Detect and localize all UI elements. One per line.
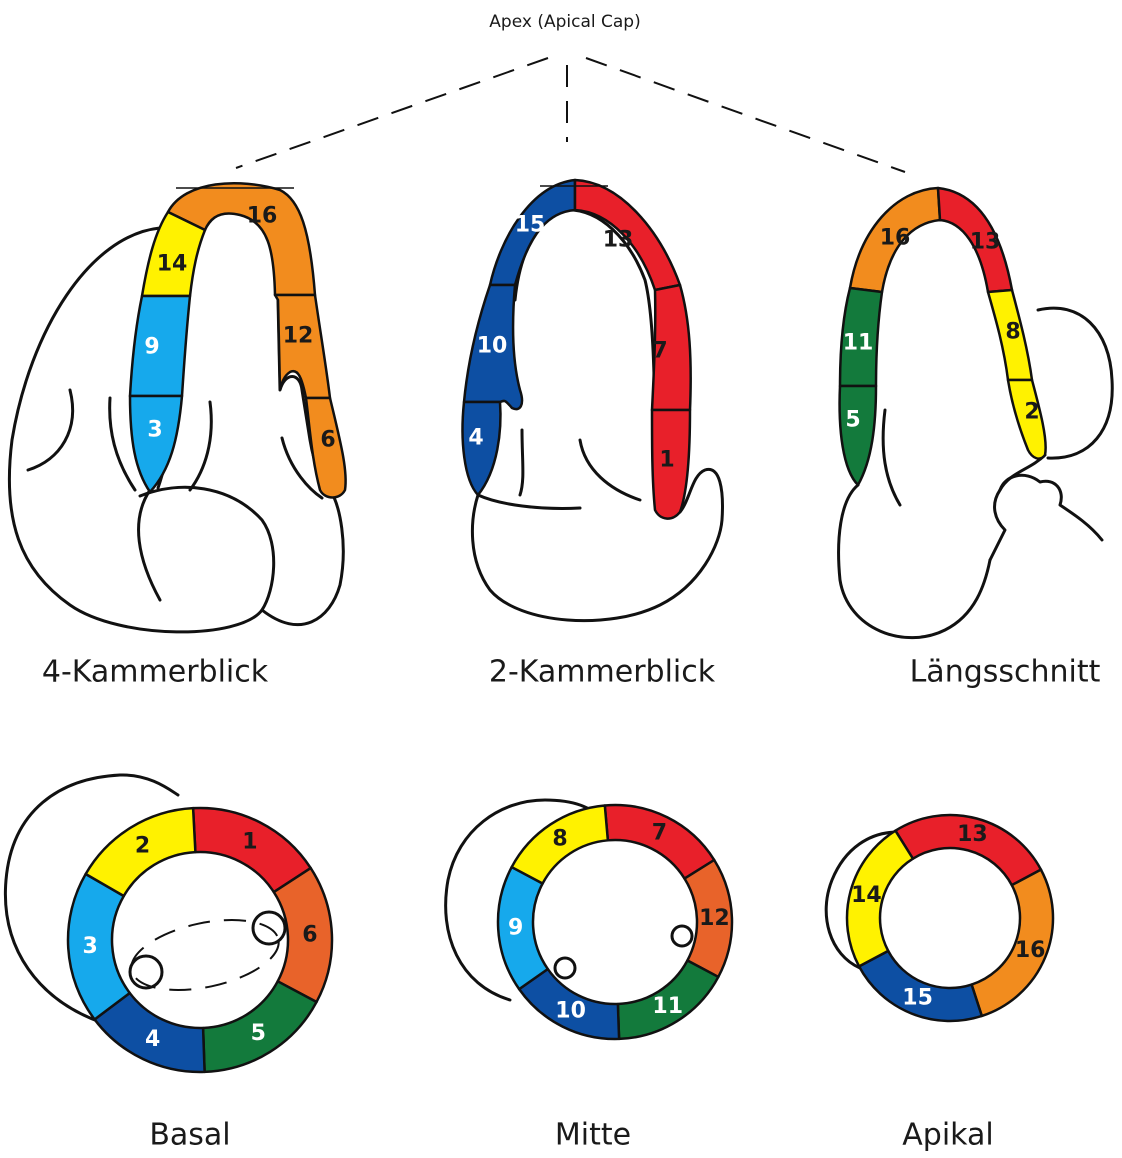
basal-caption: Basal — [149, 1118, 230, 1153]
label-16-long-axis: 16 — [880, 226, 911, 251]
mid-label-11: 11 — [652, 994, 683, 1019]
label-5-long-axis: 5 — [845, 408, 860, 433]
label-13-two-chamber: 13 — [603, 228, 634, 253]
long-axis-view: 16 13 11 5 8 2 Längsschnitt — [839, 188, 1113, 690]
label-15-two-chamber: 15 — [515, 213, 546, 238]
mid-papillary-circle-right — [672, 926, 692, 946]
label-11-long-axis: 11 — [843, 331, 874, 356]
long-axis-caption: Längsschnitt — [910, 655, 1101, 690]
apical-caption: Apikal — [902, 1118, 993, 1153]
label-3-four-chamber: 3 — [147, 418, 162, 443]
apical-label-13: 13 — [957, 822, 988, 847]
basal-label-5: 5 — [251, 1021, 266, 1046]
apex-guide-lines — [236, 58, 905, 172]
label-8-long-axis: 8 — [1005, 320, 1020, 345]
apical-short-axis-view: 13 16 15 14 Apikal — [826, 815, 1053, 1153]
label-12-four-chamber: 12 — [283, 324, 314, 349]
label-13-long-axis: 13 — [970, 230, 1001, 255]
mid-label-8: 8 — [552, 827, 567, 852]
basal-label-2: 2 — [135, 834, 150, 859]
basal-label-3: 3 — [83, 934, 98, 959]
label-4-two-chamber: 4 — [468, 426, 483, 451]
basal-label-1: 1 — [242, 829, 257, 854]
segment-3-four-chamber — [130, 396, 182, 492]
basal-label-4: 4 — [145, 1027, 160, 1052]
four-chamber-caption: 4-Kammerblick — [42, 655, 269, 690]
segment-9-four-chamber — [130, 296, 190, 396]
mid-label-7: 7 — [652, 820, 667, 845]
four-chamber-view: 16 14 9 3 12 6 4-Kammerblick — [9, 183, 345, 689]
mid-papillary-circle-left — [555, 958, 575, 978]
basal-label-6: 6 — [302, 923, 317, 948]
apical-label-14: 14 — [851, 883, 882, 908]
two-chamber-caption: 2-Kammerblick — [489, 655, 716, 690]
label-16-four-chamber: 16 — [247, 204, 278, 229]
mid-short-axis-view: 7 12 11 10 9 8 Mitte — [446, 800, 732, 1153]
label-1-two-chamber: 1 — [659, 448, 674, 473]
apical-label-15: 15 — [902, 986, 933, 1011]
label-2-long-axis: 2 — [1024, 400, 1039, 425]
label-10-two-chamber: 10 — [477, 334, 508, 359]
mid-label-9: 9 — [508, 916, 523, 941]
mid-label-12: 12 — [699, 906, 730, 931]
label-6-four-chamber: 6 — [320, 428, 335, 453]
label-7-two-chamber: 7 — [652, 339, 667, 364]
apical-label-16: 16 — [1015, 938, 1046, 963]
apex-label: Apex (Apical Cap) — [489, 12, 640, 32]
basal-papillary-circle-left — [130, 956, 162, 988]
segment-5-long-axis — [840, 386, 876, 485]
two-chamber-view: 15 13 10 4 7 1 2-Kammerblick — [463, 180, 723, 690]
basal-short-axis-view: 1 6 5 4 3 2 Basal — [5, 775, 332, 1153]
label-14-four-chamber: 14 — [157, 252, 188, 277]
mid-label-10: 10 — [555, 999, 586, 1024]
mid-caption: Mitte — [555, 1118, 631, 1153]
basal-segment-3 — [68, 874, 130, 1019]
label-9-four-chamber: 9 — [144, 335, 159, 360]
long-axis-outline — [839, 485, 990, 638]
four-chamber-right-ventricle — [139, 490, 160, 600]
